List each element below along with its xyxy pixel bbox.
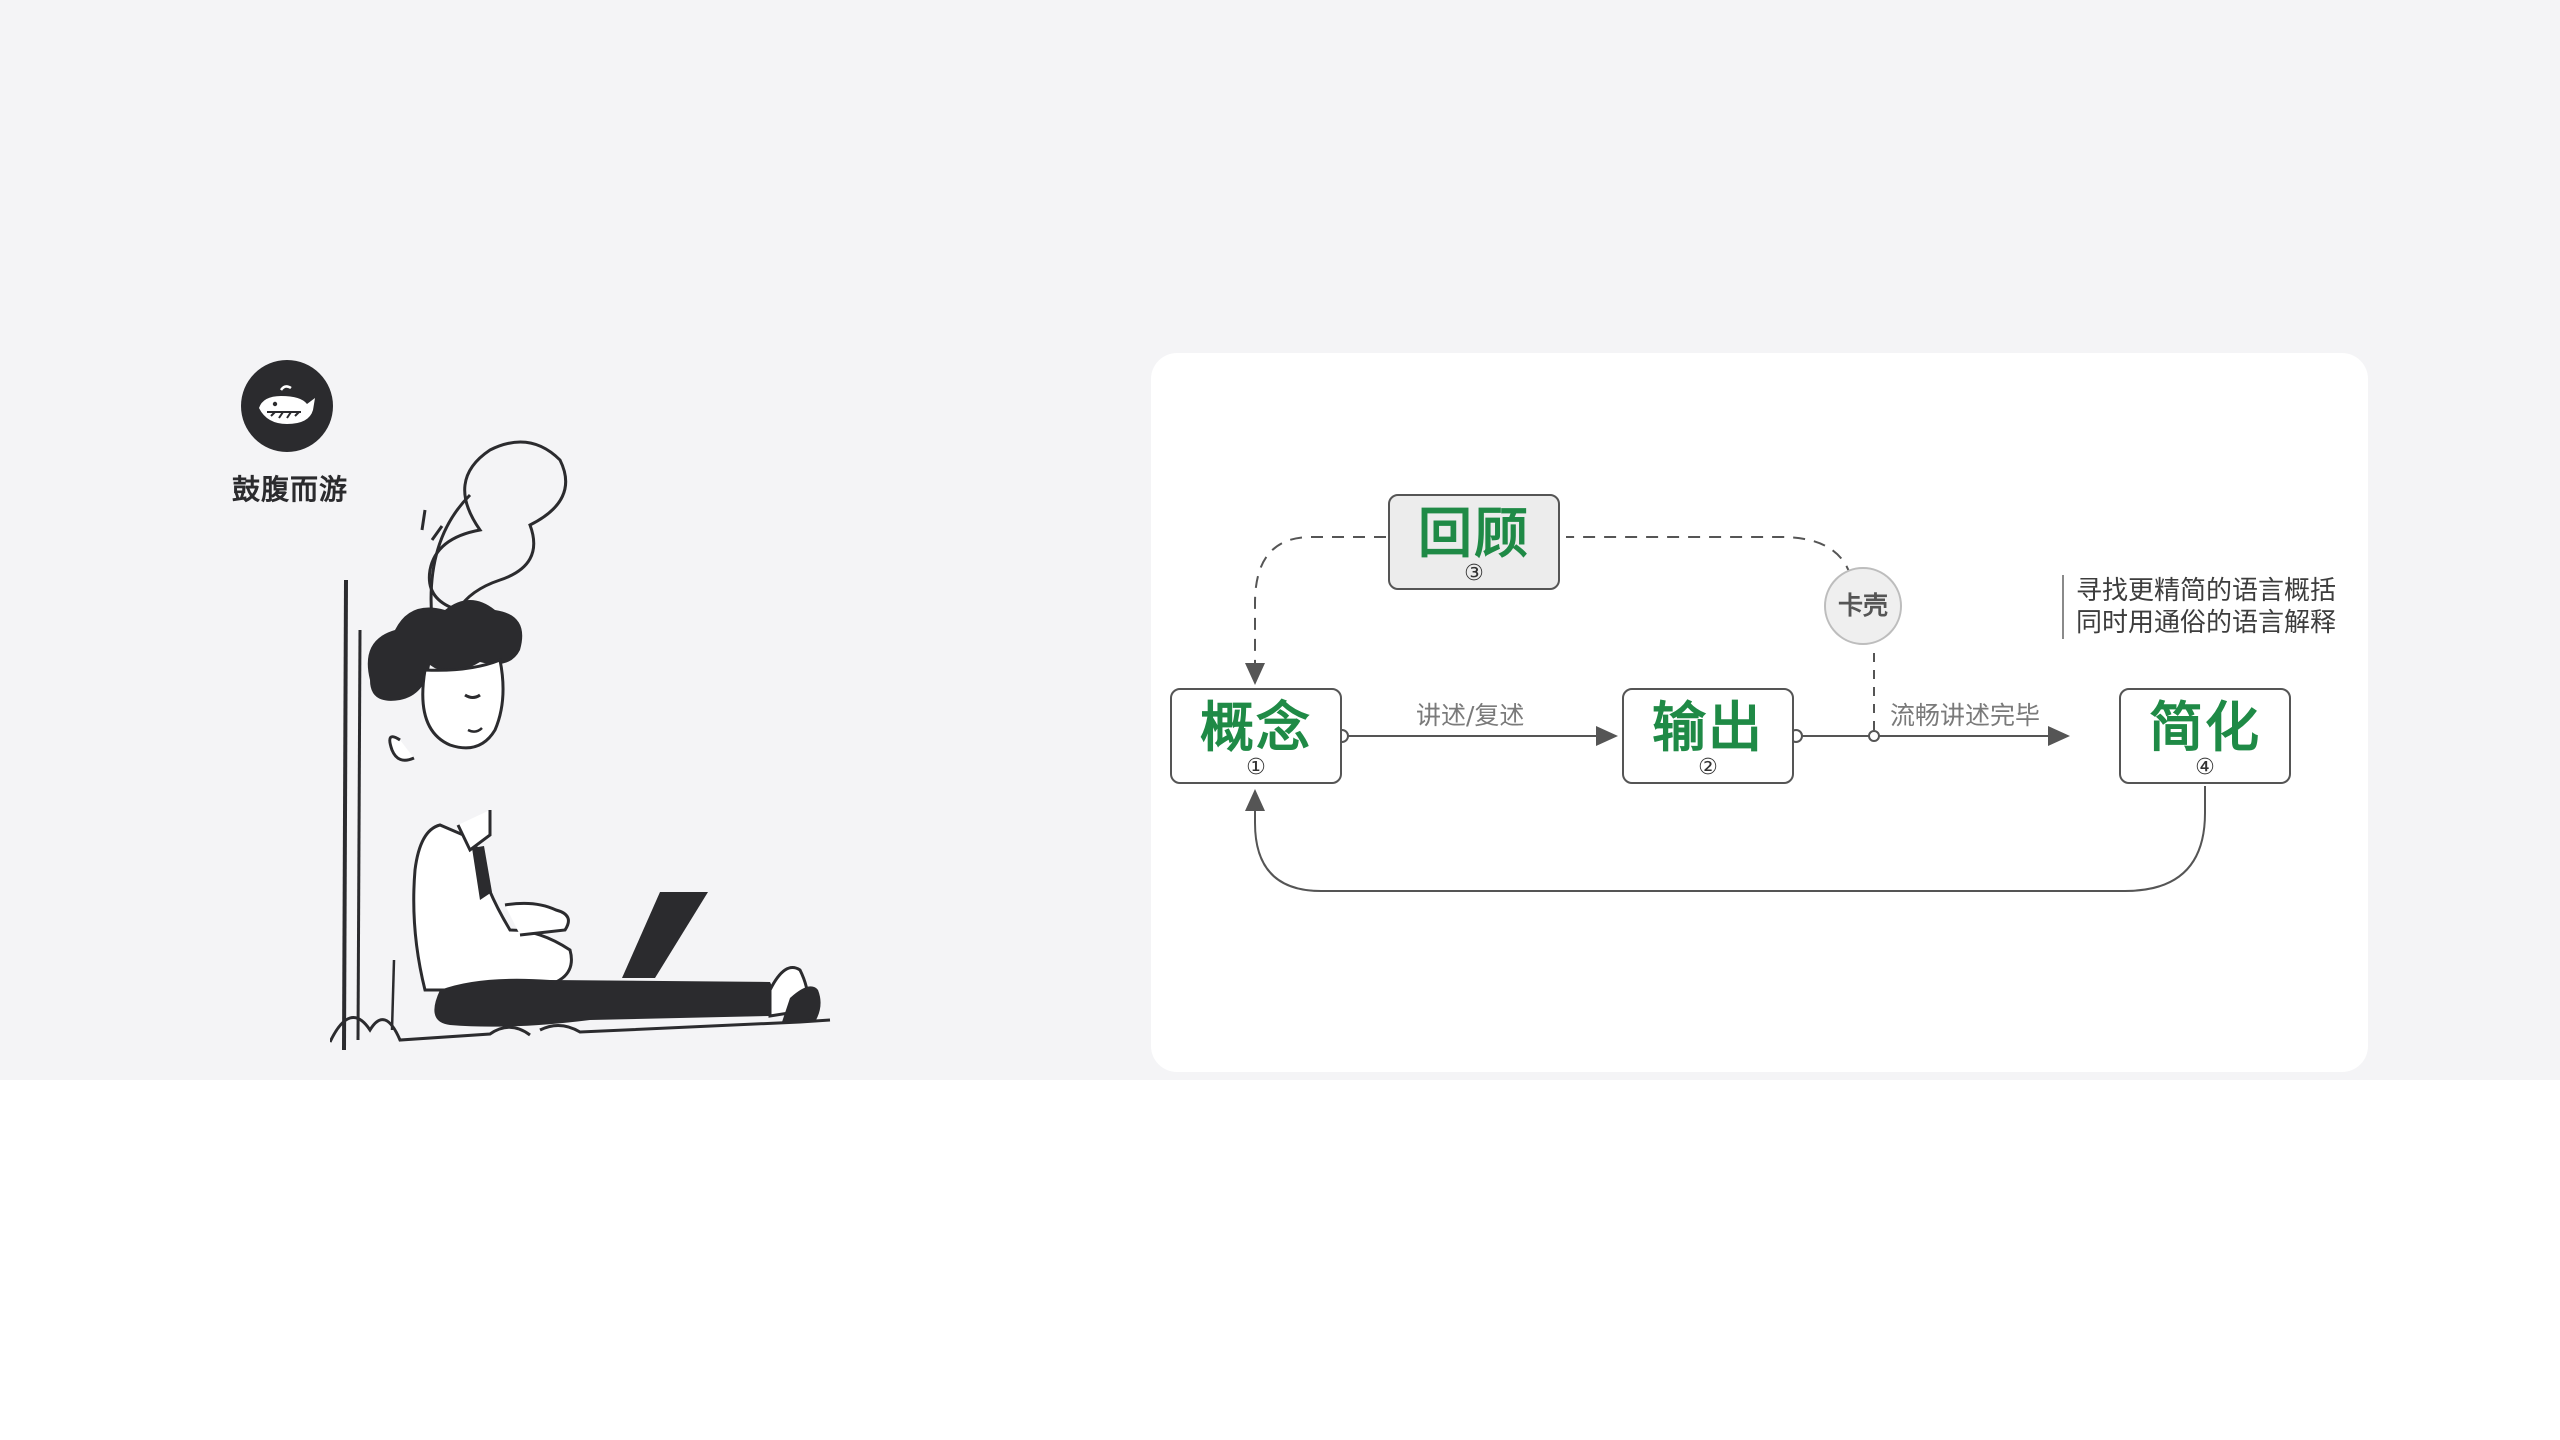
brand-name: 鼓腹而游 bbox=[231, 473, 348, 506]
node-review-number: ③ bbox=[1464, 561, 1484, 586]
note-line: 寻找更精简的语言概括 bbox=[2076, 576, 2337, 606]
node-concept-label: 概念 bbox=[1200, 696, 1312, 759]
node-concept-number: ① bbox=[1246, 755, 1266, 780]
node-review: 回顾 ③ bbox=[1388, 494, 1560, 590]
note-line: 同时用通俗的语言解释 bbox=[2076, 608, 2337, 638]
node-output-label: 输出 bbox=[1652, 696, 1764, 759]
node-review-label: 回顾 bbox=[1418, 502, 1530, 565]
stuck-badge: 卡壳 bbox=[1824, 567, 1902, 645]
node-simplify-label: 简化 bbox=[2149, 696, 2261, 759]
person-with-laptop-illustration bbox=[330, 440, 831, 1051]
edge-label-retell: 讲述/复述 bbox=[1416, 701, 1525, 730]
node-concept: 概念 ① bbox=[1170, 688, 1342, 784]
simplify-note: 寻找更精简的语言概括 同时用通俗的语言解释 bbox=[2062, 575, 2336, 639]
node-simplify: 简化 ④ bbox=[2119, 688, 2291, 784]
page-background: 鼓腹而游 bbox=[0, 0, 2560, 1080]
node-simplify-number: ④ bbox=[2195, 755, 2215, 780]
edge-label-fluent: 流畅讲述完毕 bbox=[1890, 701, 2041, 730]
node-output-number: ② bbox=[1698, 755, 1718, 780]
node-output: 输出 ② bbox=[1622, 688, 1794, 784]
whale-icon bbox=[241, 360, 333, 452]
